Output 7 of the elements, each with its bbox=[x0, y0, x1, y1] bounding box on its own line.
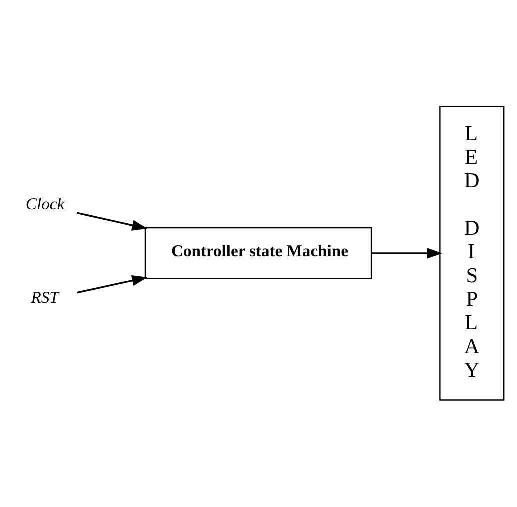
arrow bbox=[77, 275, 148, 294]
arrow bbox=[372, 248, 443, 259]
node-box: LED DISPLAY bbox=[440, 106, 505, 401]
arrow bbox=[77, 212, 148, 231]
node-text: Clock bbox=[26, 194, 65, 214]
node-box: Controller state Machine bbox=[144, 227, 372, 280]
node-text: RST bbox=[31, 288, 59, 307]
